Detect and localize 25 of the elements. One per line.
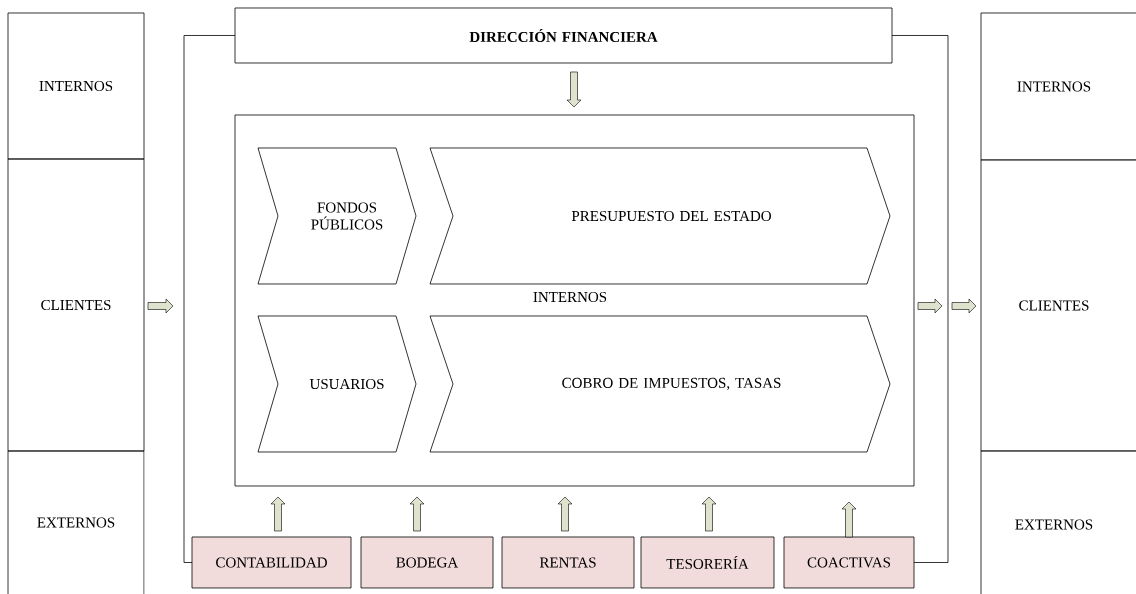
block-arrow: [566, 71, 582, 108]
connector-line: [891, 35, 949, 563]
process-panel: [234, 114, 915, 487]
category-box: EXTERNOS: [980, 450, 1136, 594]
category-box: CLIENTES: [7, 158, 145, 452]
category-box: INTERNOS: [980, 12, 1136, 161]
block-arrow: [557, 496, 573, 532]
category-box: CLIENTES: [980, 159, 1136, 452]
category-box: INTERNOS: [7, 12, 145, 160]
block-arrow: [951, 298, 977, 314]
block-arrow: [409, 496, 425, 532]
block-arrow: [841, 501, 857, 538]
header-box: DIRECCIÓN FINANCIERA: [234, 7, 893, 64]
section-label: INTERNOS: [533, 291, 607, 302]
block-arrow: [270, 496, 286, 532]
category-box: EXTERNOS: [7, 450, 145, 594]
connector-line: [183, 35, 236, 563]
unit-box: COACTIVAS: [783, 536, 915, 589]
block-arrow: [917, 298, 943, 314]
unit-box: BODEGA: [360, 536, 494, 589]
unit-box: RENTAS: [501, 536, 635, 589]
block-arrow: [701, 496, 717, 532]
block-arrow: [147, 298, 174, 314]
unit-box: TESORERÍA: [640, 536, 775, 589]
unit-box: CONTABILIDAD: [191, 536, 352, 589]
